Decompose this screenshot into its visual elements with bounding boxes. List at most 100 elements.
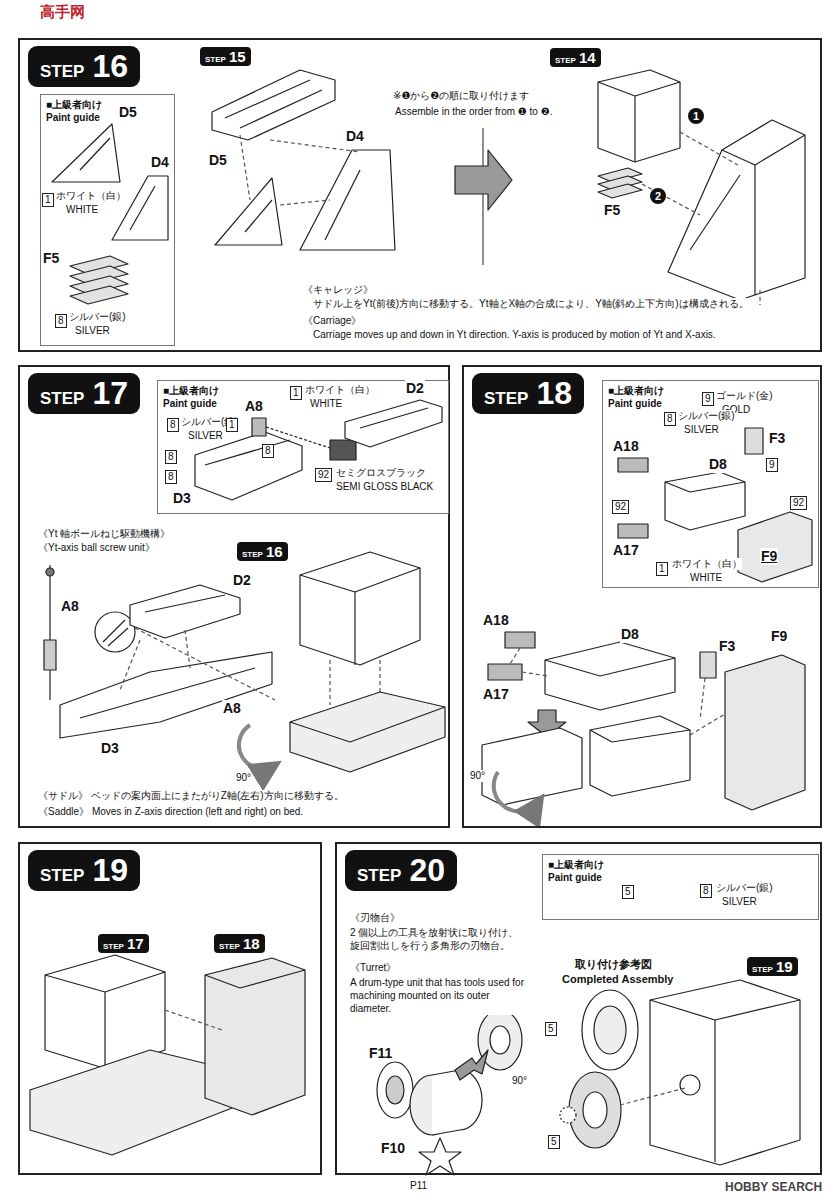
note-text: シルバー(銀) [69, 311, 126, 323]
step19-assembly-shape [714, 1020, 715, 1162]
part-number: F3 [768, 430, 786, 447]
part-a18 [618, 458, 648, 472]
rotate-arrow-shape [239, 725, 275, 769]
paint-code: 8 [55, 314, 67, 328]
step19-assembly [650, 980, 800, 1165]
saddle-assembly-shape [354, 592, 355, 665]
step-panel: STEP19STEP17STEP18 [18, 842, 322, 1175]
step-number: STEP [40, 866, 84, 886]
ball-screw-inset-shape [46, 568, 54, 576]
part-f5-shape [598, 184, 642, 198]
paint-code: 5 [545, 1022, 557, 1036]
carriage-rail-shape [722, 150, 755, 165]
part-number: F5 [603, 202, 621, 219]
part-d4-shape [300, 150, 395, 250]
note-text: 《Carriage》 [303, 315, 361, 327]
part-d5-shape [52, 124, 120, 182]
note-text: SILVER [684, 424, 719, 436]
paint-code: 9 [702, 392, 714, 406]
note-text: ※❶から❷の順に取り付けます [393, 90, 529, 102]
step-number: STEP [40, 389, 84, 409]
part-number: A8 [60, 598, 80, 615]
saddle-assembly [290, 552, 445, 772]
step19-assembly-shape [650, 1000, 715, 1020]
step-number: STEP [219, 942, 240, 951]
step19-assembly-shape [650, 980, 800, 1165]
part-number: D2 [232, 572, 252, 589]
note-heading: Completed Assembly [562, 973, 673, 986]
assembly-guide-shape [379, 660, 380, 695]
step15-rail-shape [212, 70, 335, 140]
note-text: 《Yt 軸ボールねじ駆動機構》 [38, 528, 170, 540]
part-a17-shape [618, 524, 648, 538]
carriage-rail-shape [668, 120, 805, 300]
part-number: D2 [405, 380, 425, 397]
step-number: STEP [484, 389, 528, 409]
step-number: STEP [242, 550, 263, 559]
assembly-guide-shape [620, 1088, 685, 1105]
paint-code: 5 [622, 885, 634, 899]
part-number: F10 [380, 1140, 406, 1157]
note-text: SILVER [188, 430, 223, 442]
paint-code: 9 [766, 458, 778, 472]
step-number: 16 [92, 48, 128, 85]
saddle-assembly [30, 955, 232, 1155]
note-text: SILVER [75, 325, 110, 337]
part-f3 [745, 428, 763, 454]
part-d2-shape [360, 408, 428, 428]
saddle-assembly-shape [300, 552, 420, 665]
assembly-guide-shape [680, 132, 738, 165]
ball-screw-inset-shape [44, 640, 56, 670]
part-d3-shape [195, 432, 302, 500]
part-f9 [738, 512, 812, 582]
part-d4-shape [130, 186, 155, 230]
paint-code: 1 [226, 418, 238, 432]
part-number: D3 [172, 490, 192, 507]
part-a8 [252, 418, 356, 460]
step-badge: STEP19 [28, 850, 140, 891]
step-number: STEP [205, 55, 226, 64]
assembly-guide-shape [510, 648, 520, 664]
rotate-arrow-shape [494, 772, 540, 811]
paint-code: 92 [790, 496, 807, 510]
note-text: シルバー(銀) [716, 882, 773, 894]
part-d2 [345, 400, 442, 447]
note-text: 90° [470, 770, 485, 782]
note-text: 2 個以上の工具を放射状に取り付け、旋回割出しを行う多角形の刃物台。 [350, 926, 528, 952]
part-f10-shape [432, 1070, 482, 1135]
step-reference: STEP15 [200, 47, 251, 66]
part-d5 [215, 178, 282, 245]
paint-code: 8 [165, 450, 177, 464]
assembly-guide-shape [240, 135, 250, 200]
note-text: WHITE [310, 398, 342, 410]
part-d5-shape [215, 178, 282, 245]
part-f5-shape [70, 286, 128, 304]
part-number: F9 [770, 628, 788, 645]
step18-assembly-shape [240, 970, 305, 988]
assembly-guide [620, 1088, 685, 1105]
part-f11-shape [377, 1062, 413, 1118]
part-a8-shape [252, 418, 266, 436]
assembly-illustration-shape [30, 70, 812, 1175]
step-badge: STEP16 [28, 46, 140, 87]
part-d3-shape [60, 652, 272, 738]
note-text: ホワイト（白） [672, 558, 742, 570]
step15-rail [212, 70, 335, 140]
part-d8-shape [545, 660, 600, 676]
part-a18 [505, 632, 535, 648]
part-d8-shape [600, 658, 675, 676]
part-number: A8 [222, 700, 242, 717]
step14-block-shape [598, 70, 680, 162]
part-number: D5 [118, 104, 138, 121]
saddle-assembly-shape [350, 707, 445, 742]
guide-heading: ■上級者向け [46, 98, 169, 111]
note-text: 90° [236, 772, 251, 784]
watermark: 高手网 [40, 3, 85, 21]
part-d8-shape [665, 472, 745, 530]
paint-code: 5 [548, 1135, 560, 1149]
part-a17 [618, 524, 648, 538]
part-f5 [598, 168, 642, 198]
completed-turret-shape [560, 1107, 576, 1123]
